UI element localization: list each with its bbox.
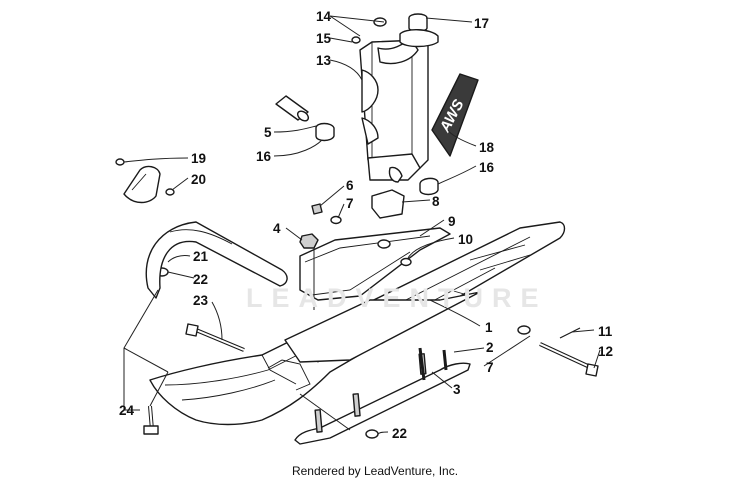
callout-16b: 16 <box>479 160 495 175</box>
callout-22a: 22 <box>193 272 208 287</box>
callout-14: 14 <box>316 9 332 24</box>
callout-4: 4 <box>273 221 281 236</box>
callout-24: 24 <box>119 403 135 418</box>
callout-21: 21 <box>193 249 209 264</box>
callout-2: 2 <box>486 340 494 355</box>
callout-9: 9 <box>448 214 456 229</box>
callout-13: 13 <box>316 53 332 68</box>
bushing-parts <box>275 95 439 196</box>
callout-17: 17 <box>474 16 489 31</box>
callout-19: 19 <box>191 151 206 166</box>
callout-5: 5 <box>264 125 272 140</box>
callout-8: 8 <box>432 194 440 209</box>
footer-credit: Rendered by LeadVenture, Inc. <box>291 464 459 478</box>
callout-22b: 22 <box>392 426 407 441</box>
leader-lines <box>123 15 601 435</box>
callout-11: 11 <box>598 324 613 339</box>
ski-part <box>149 221 566 426</box>
bolt-parts <box>143 323 599 435</box>
callout-6: 6 <box>346 178 354 193</box>
callout-20: 20 <box>191 172 206 187</box>
callout-7a: 7 <box>346 196 354 211</box>
callout-numbers: 14 15 13 17 5 16 18 16 19 20 6 7 8 9 4 1… <box>119 9 613 441</box>
ski-loop-part <box>145 221 288 299</box>
callout-1: 1 <box>485 320 493 335</box>
callout-18: 18 <box>479 140 495 155</box>
callout-15: 15 <box>316 31 332 46</box>
callout-16a: 16 <box>256 149 272 164</box>
leadventure-watermark: LEADVENTURE <box>246 283 548 313</box>
spindle-part <box>359 13 439 181</box>
callout-10: 10 <box>458 232 473 247</box>
callout-7b: 7 <box>486 360 494 375</box>
handle-bracket-part <box>123 165 161 204</box>
wear-bar-part <box>294 353 471 445</box>
callout-12: 12 <box>598 344 613 359</box>
callout-23: 23 <box>193 293 209 308</box>
callout-3: 3 <box>453 382 461 397</box>
ski-saddle-part <box>299 227 451 301</box>
